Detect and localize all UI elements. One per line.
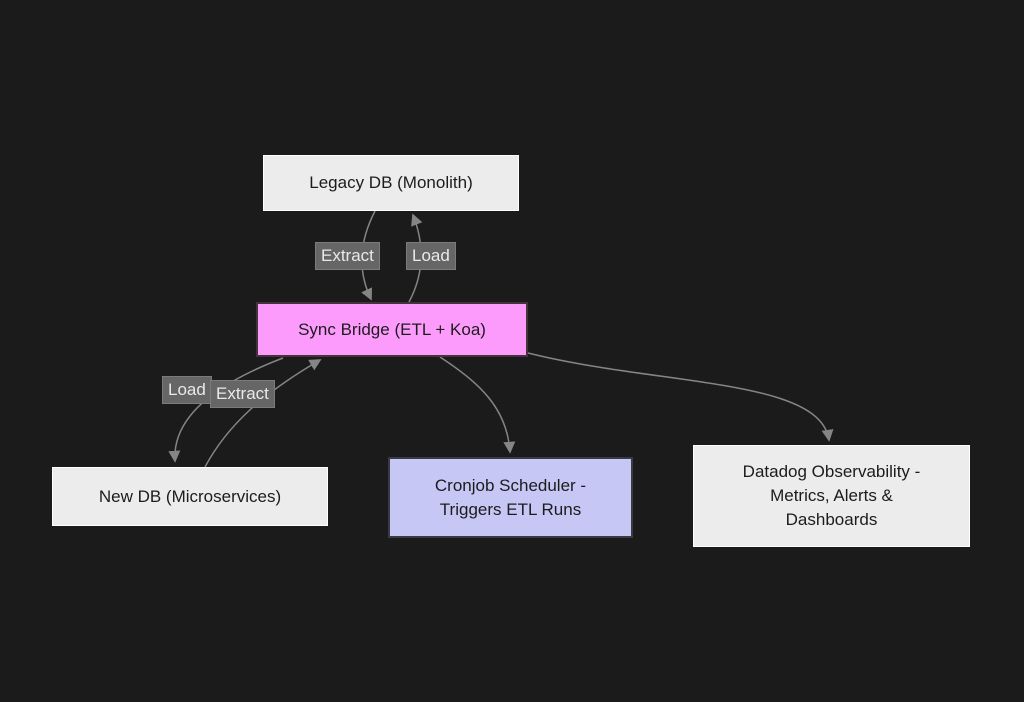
node-datadog-label-line1: Datadog Observability - bbox=[742, 462, 921, 481]
node-legacy-db-label: Legacy DB (Monolith) bbox=[309, 173, 473, 192]
node-new-db: New DB (Microservices) bbox=[52, 467, 328, 526]
node-datadog-label-line3: Dashboards bbox=[785, 510, 878, 529]
node-datadog-observability: Datadog Observability - Metrics, Alerts … bbox=[693, 445, 970, 547]
node-cronjob-scheduler-label-line1: Cronjob Scheduler - bbox=[434, 475, 587, 495]
edge-label-load-top: Load bbox=[406, 242, 456, 270]
node-cronjob-scheduler-label-line2: Triggers ETL Runs bbox=[439, 499, 582, 519]
edge-sync-to-datadog bbox=[527, 352, 834, 442]
node-datadog-label-line2: Metrics, Alerts & bbox=[770, 486, 893, 505]
node-cronjob-scheduler: Cronjob Scheduler - Triggers ETL Runs bbox=[388, 457, 633, 538]
edge-label-extract-top: Extract bbox=[315, 242, 380, 270]
node-sync-bridge: Sync Bridge (ETL + Koa) bbox=[256, 302, 528, 357]
edge-label-extract-bottom: Extract bbox=[210, 380, 275, 408]
edge-sync-to-cron bbox=[439, 356, 516, 454]
edge-label-load-bottom: Load bbox=[162, 376, 212, 404]
node-legacy-db: Legacy DB (Monolith) bbox=[263, 155, 519, 211]
node-sync-bridge-label: Sync Bridge (ETL + Koa) bbox=[298, 319, 486, 339]
node-new-db-label: New DB (Microservices) bbox=[98, 486, 282, 506]
edge-sync-to-newdb-load bbox=[168, 357, 284, 463]
edge-newdb-to-sync-extract bbox=[204, 359, 322, 468]
